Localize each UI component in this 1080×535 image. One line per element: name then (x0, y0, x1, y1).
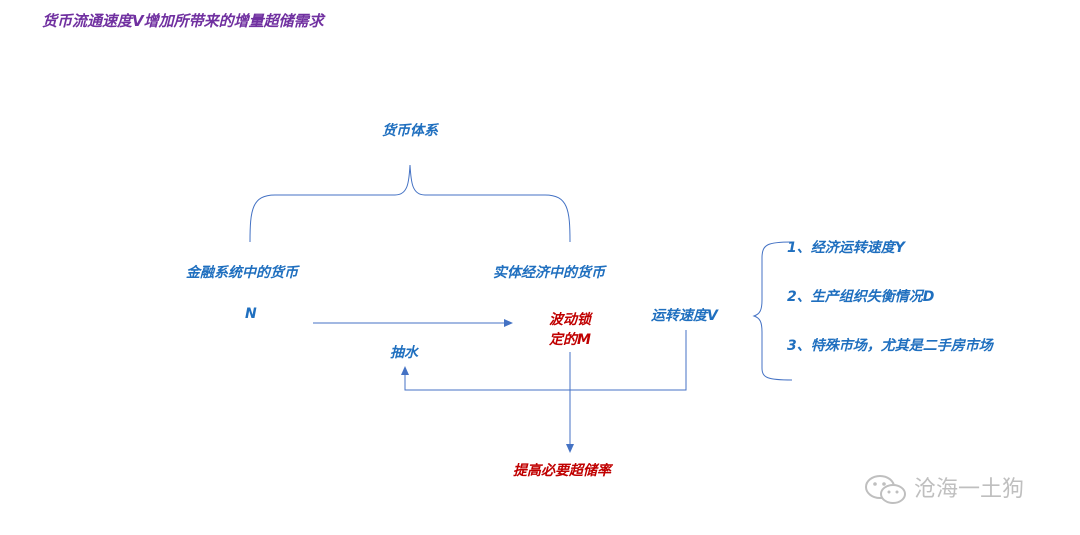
node-locked-m-line2: 定的M (549, 332, 591, 349)
node-n: N (245, 306, 257, 322)
node-raise-reserve-ratio: 提高必要超储率 (513, 463, 611, 479)
factor-item: 3、特殊市场，尤其是二手房市场 (787, 338, 993, 354)
node-real-economy-money: 实体经济中的货币 (493, 265, 605, 281)
node-speed-v: 运转速度V (651, 308, 718, 324)
node-financial-money: 金融系统中的货币 (186, 265, 298, 281)
node-locked-m-line1: 波动锁 (549, 312, 591, 328)
diagram-title: 货币流通速度V增加所带来的增量超储需求 (42, 12, 324, 30)
speed-to-chou-line (404, 330, 687, 391)
factor-brace (752, 241, 793, 381)
n-to-m-arrowhead (504, 319, 513, 327)
factor-item: 1、经济运转速度Y (787, 240, 905, 256)
m-to-tigao-arrowhead (566, 444, 574, 453)
wechat-icon (865, 475, 906, 504)
system-brace (249, 164, 571, 243)
node-drain: 抽水 (390, 345, 418, 361)
watermark: 沧海一土狗 (864, 474, 1024, 506)
factor-item: 2、生产组织失衡情况D (787, 289, 935, 305)
watermark-text: 沧海一土狗 (914, 477, 1025, 502)
node-money-system: 货币体系 (382, 123, 438, 139)
speed-to-chou-arrowhead (401, 366, 409, 375)
node-locked-m: 波动锁 定的M (545, 310, 595, 351)
